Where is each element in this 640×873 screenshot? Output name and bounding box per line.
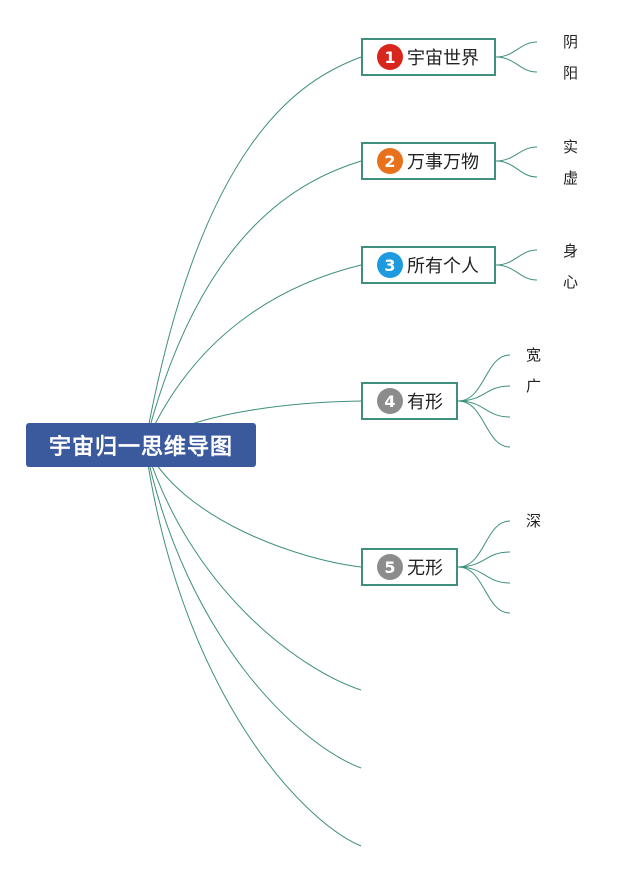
leaf-node[interactable]: 虚 (563, 169, 579, 187)
leaf-node[interactable]: 宽 (526, 346, 542, 364)
topic-5-node[interactable]: 5 无形 (361, 548, 458, 586)
number-badge-icon: 5 (377, 554, 403, 580)
connector-topic-3-leaf-1 (495, 249, 538, 266)
leaf-node[interactable]: 心 (563, 273, 579, 291)
leaf-node[interactable]: 广 (526, 377, 542, 395)
topic-3-node[interactable]: 3 所有个人 (361, 246, 496, 284)
connector-topic-1-leaf-1 (495, 41, 538, 58)
connector-root-empty-3 (144, 444, 362, 847)
connector-topic-5-leaf-4 (457, 566, 511, 614)
connector-root-topic-3 (144, 264, 362, 446)
connector-root-empty-2 (144, 444, 362, 769)
connector-root-empty-1 (144, 444, 362, 691)
connector-root-topic-1 (144, 56, 362, 446)
topic-4-label: 有形 (407, 392, 443, 413)
connector-topic-5-leaf-1 (457, 520, 511, 568)
number-badge-icon: 2 (377, 148, 403, 174)
connector-topic-3-leaf-2 (495, 264, 538, 281)
connector-topic-2-leaf-2 (495, 160, 538, 178)
connector-topic-5-leaf-2 (457, 551, 511, 568)
connector-root-topic-5 (144, 444, 362, 568)
connector-topic-4-leaf-2 (457, 385, 511, 402)
leaf-node[interactable]: 身 (563, 242, 579, 260)
topic-4-node[interactable]: 4 有形 (361, 382, 458, 420)
connector-topic-2-leaf-1 (495, 146, 538, 162)
topic-1-label: 宇宙世界 (407, 48, 479, 69)
leaf-node[interactable]: 阴 (563, 33, 579, 51)
connector-root-topic-2 (144, 160, 362, 446)
root-node-label: 宇宙归一思维导图 (48, 435, 233, 460)
connector-topic-4-leaf-4 (457, 400, 511, 448)
connector-topic-1-leaf-2 (495, 56, 538, 73)
topic-1-node[interactable]: 1 宇宙世界 (361, 38, 496, 76)
root-node[interactable]: 宇宙归一思维导图 (26, 423, 256, 467)
number-badge-icon: 1 (377, 44, 403, 70)
topic-3-label: 所有个人 (407, 256, 479, 277)
leaf-node[interactable]: 阳 (563, 64, 579, 82)
connector-topic-4-leaf-3 (457, 400, 511, 418)
topic-2-node[interactable]: 2 万事万物 (361, 142, 496, 180)
leaf-node[interactable]: 深 (526, 512, 542, 530)
connector-topic-5-leaf-3 (457, 566, 511, 584)
number-badge-icon: 3 (377, 252, 403, 278)
leaf-node[interactable]: 实 (563, 138, 579, 156)
connector-topic-4-leaf-1 (457, 354, 511, 402)
number-badge-icon: 4 (377, 388, 403, 414)
topic-2-label: 万事万物 (407, 152, 479, 173)
topic-5-label: 无形 (407, 558, 443, 579)
